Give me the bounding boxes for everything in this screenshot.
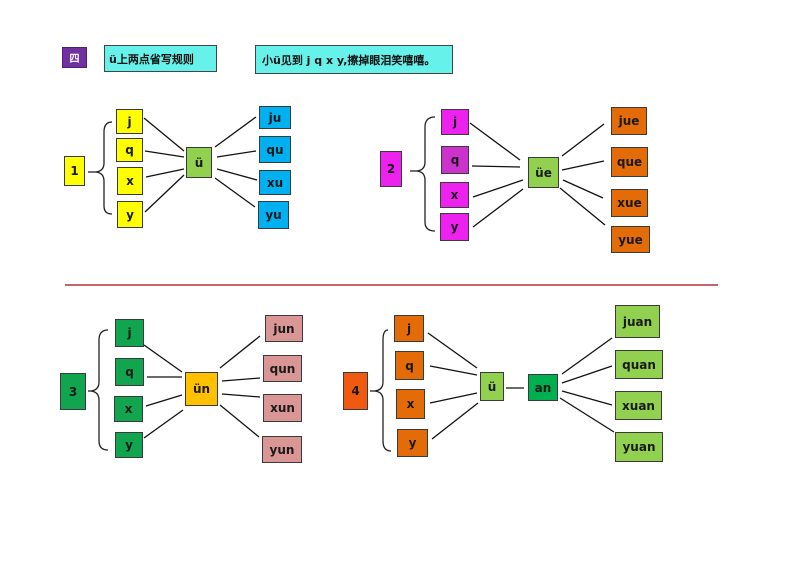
- connector: [472, 179, 524, 198]
- syllable-box: yue: [611, 226, 650, 253]
- connector: [214, 116, 257, 148]
- syllable-box: xuan: [615, 391, 662, 420]
- connector: [427, 332, 478, 369]
- connector: [144, 174, 185, 213]
- initial-box: q: [116, 138, 143, 162]
- connector: [143, 344, 183, 373]
- initial-box: j: [441, 109, 469, 135]
- initial-box: y: [117, 201, 143, 228]
- connector: [143, 409, 184, 439]
- initial-box: x: [440, 182, 469, 208]
- group-number: 2: [380, 151, 402, 187]
- syllable-box: jun: [265, 315, 303, 342]
- connector: [145, 394, 183, 407]
- connector: [221, 377, 261, 382]
- syllable-box: qun: [263, 355, 302, 382]
- final-box: ü: [186, 147, 212, 178]
- connector: [145, 168, 185, 178]
- initial-box: j: [115, 319, 144, 347]
- connector: [143, 117, 185, 152]
- connector: [561, 390, 613, 406]
- syllable-box: qu: [259, 136, 291, 163]
- brace-2: [416, 116, 436, 232]
- connector: [144, 150, 185, 158]
- rule-rhyme: 小ü见到 j q x y,擦掉眼泪笑嘻嘻。: [255, 45, 453, 74]
- connector: [561, 123, 605, 157]
- syllable-box: que: [611, 147, 648, 177]
- initial-box: y: [397, 429, 428, 457]
- syllable-box: juan: [615, 305, 660, 338]
- syllable-box: yun: [262, 436, 302, 463]
- brace-1: [95, 121, 113, 215]
- connector: [469, 122, 521, 161]
- syllable-box: xue: [611, 189, 648, 217]
- connector: [216, 168, 258, 181]
- connector: [214, 177, 256, 208]
- connector: [431, 402, 479, 440]
- final-box: ün: [185, 372, 218, 406]
- initial-box: x: [114, 396, 143, 422]
- connector: [561, 337, 613, 375]
- initial-box: y: [440, 213, 469, 241]
- connector: [561, 160, 605, 171]
- group-number: 4: [343, 372, 368, 410]
- syllable-box: ju: [259, 106, 291, 129]
- initial-box: x: [117, 167, 143, 195]
- syllable-box: yuan: [615, 432, 663, 462]
- connector: [562, 179, 604, 199]
- final-box: ü: [480, 372, 504, 401]
- syllable-box: quan: [615, 350, 663, 379]
- initial-box: x: [396, 389, 425, 419]
- connector: [559, 187, 606, 226]
- section-number-badge: 四: [62, 47, 87, 68]
- connector: [429, 365, 478, 376]
- group-number: 1: [64, 156, 85, 186]
- initial-box: q: [441, 146, 469, 174]
- connector: [472, 188, 524, 228]
- brace-3: [90, 329, 109, 451]
- final-box: üe: [528, 157, 559, 188]
- syllable-box: xu: [259, 170, 291, 195]
- initial-box: y: [115, 432, 143, 458]
- syllable-box: yu: [258, 201, 289, 229]
- initial-box: j: [116, 109, 143, 134]
- initial-box: q: [115, 358, 144, 386]
- connector: [216, 150, 257, 158]
- syllable-box: xun: [263, 394, 302, 422]
- initial-box: q: [395, 351, 424, 380]
- section-title: ü上两点省写规则: [104, 45, 217, 72]
- connector: [559, 397, 615, 433]
- final-suffix-box: an: [528, 374, 558, 401]
- initial-box: j: [394, 315, 424, 342]
- connector: [219, 335, 261, 369]
- brace-4: [374, 329, 392, 452]
- syllable-box: jue: [611, 107, 647, 135]
- group-number: 3: [60, 373, 86, 410]
- connector: [471, 165, 521, 168]
- connector: [561, 365, 613, 384]
- connector: [221, 393, 261, 398]
- connector: [219, 404, 260, 438]
- connector: [429, 392, 478, 404]
